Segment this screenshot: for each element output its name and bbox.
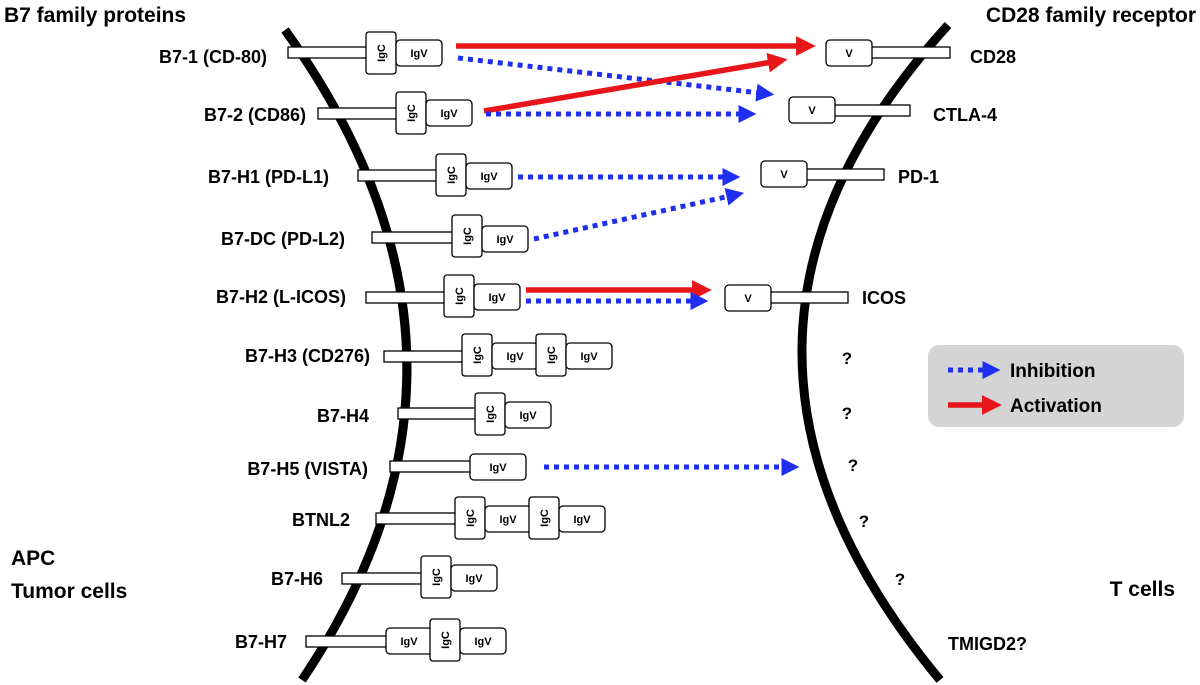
svg-text:IgC: IgC <box>485 405 497 423</box>
svg-text:IgV: IgV <box>519 410 537 422</box>
svg-text:V: V <box>744 293 752 305</box>
ligand-b7-h4: IgC IgV <box>397 392 552 436</box>
ligand-b7-h6: IgC IgV <box>341 555 498 599</box>
svg-text:IgV: IgV <box>573 514 591 526</box>
ligand-b7-dc: IgC IgV <box>371 214 529 258</box>
svg-text:IgC: IgC <box>446 166 458 184</box>
ligand-label-b7-h5: B7-H5 (VISTA) <box>247 459 368 479</box>
svg-text:IgV: IgV <box>480 171 498 183</box>
t-cells-label: T cells <box>1110 578 1175 601</box>
ligand-b7-1: IgC IgV <box>287 31 443 75</box>
svg-text:IgC: IgC <box>431 568 443 586</box>
legend-inhibition-label: Inhibition <box>1010 361 1095 382</box>
svg-text:IgC: IgC <box>472 346 484 364</box>
svg-text:IgV: IgV <box>410 48 428 60</box>
receptor-pd1: V <box>760 160 885 188</box>
receptor-label-icos: ICOS <box>862 288 906 308</box>
receptor-icos: V <box>724 284 849 312</box>
ligand-label-b7-2: B7-2 (CD86) <box>204 105 306 125</box>
svg-text:IgC: IgC <box>406 104 418 122</box>
ligand-label-b7-h2: B7-H2 (L-ICOS) <box>216 287 346 307</box>
svg-text:IgC: IgC <box>376 44 388 62</box>
svg-text:IgC: IgC <box>440 631 452 649</box>
apc-label: APC <box>11 547 55 570</box>
svg-text:IgV: IgV <box>465 573 483 585</box>
ligand-label-b7-dc: B7-DC (PD-L2) <box>221 229 345 249</box>
unknown-receptor-btnl2: ? <box>859 512 869 531</box>
svg-text:IgC: IgC <box>546 346 558 364</box>
svg-text:IgV: IgV <box>474 636 492 648</box>
ligand-b7-h1: IgC IgV <box>357 153 513 197</box>
arrow-b7-1-ctla4-inhibition <box>457 55 775 102</box>
ligand-label-btnl2: BTNL2 <box>292 510 350 530</box>
ligand-b7-h3: IgC IgV IgC IgV <box>383 333 613 377</box>
ligand-b7-h2: IgC IgV <box>365 274 521 318</box>
legend-activation-label: Activation <box>1010 396 1102 417</box>
right-title: CD28 family receptor <box>986 4 1196 27</box>
ligand-label-b7-h4: B7-H4 <box>317 406 369 426</box>
svg-text:IgC: IgC <box>462 227 474 245</box>
arrow-b7-dc-pd1-inhibition <box>533 187 745 242</box>
unknown-receptor-b7-h6: ? <box>895 570 905 589</box>
svg-text:V: V <box>845 48 853 60</box>
arrow-b7-2-cd28-activation <box>483 52 788 114</box>
tumor-cells-label: Tumor cells <box>11 580 127 603</box>
ligand-b7-h5: IgV <box>389 453 527 481</box>
ligand-b7-h7: IgV IgC IgV <box>305 618 507 662</box>
ligand-label-b7-h3: B7-H3 (CD276) <box>245 346 370 366</box>
svg-text:IgV: IgV <box>488 292 506 304</box>
ligand-label-b7-h7: B7-H7 <box>235 632 287 652</box>
receptor-label-tmigd2: TMIGD2? <box>948 634 1027 654</box>
ligand-label-b7-h6: B7-H6 <box>271 569 323 589</box>
svg-text:V: V <box>780 169 788 181</box>
ligand-btnl2: IgC IgV IgC IgV <box>375 496 606 540</box>
left-title: B7 family proteins <box>4 4 186 27</box>
svg-text:V: V <box>808 105 816 117</box>
receptor-label-cd28: CD28 <box>970 47 1016 67</box>
svg-text:IgV: IgV <box>489 462 507 474</box>
receptor-ctla4: V <box>788 96 911 124</box>
svg-text:IgV: IgV <box>506 351 524 363</box>
receptor-label-ctla4: CTLA-4 <box>933 105 997 125</box>
unknown-receptor-b7-h5: ? <box>848 456 858 475</box>
receptor-cd28: V <box>825 39 951 67</box>
svg-text:IgV: IgV <box>499 514 517 526</box>
unknown-receptor-b7-h3: ? <box>842 349 852 368</box>
receptor-label-pd1: PD-1 <box>898 167 939 187</box>
svg-text:IgV: IgV <box>580 351 598 363</box>
legend: Inhibition Activation <box>928 345 1184 427</box>
unknown-receptor-b7-h4: ? <box>842 404 852 423</box>
svg-text:IgV: IgV <box>496 234 514 246</box>
svg-text:IgV: IgV <box>400 636 418 648</box>
svg-text:IgV: IgV <box>440 108 458 120</box>
ligand-label-b7-h1: B7-H1 (PD-L1) <box>208 167 329 187</box>
ligand-label-b7-1: B7-1 (CD-80) <box>159 47 267 67</box>
ligand-b7-2: IgC IgV <box>317 91 473 135</box>
svg-text:IgC: IgC <box>454 287 466 305</box>
svg-text:IgC: IgC <box>539 509 551 527</box>
svg-text:IgC: IgC <box>465 509 477 527</box>
